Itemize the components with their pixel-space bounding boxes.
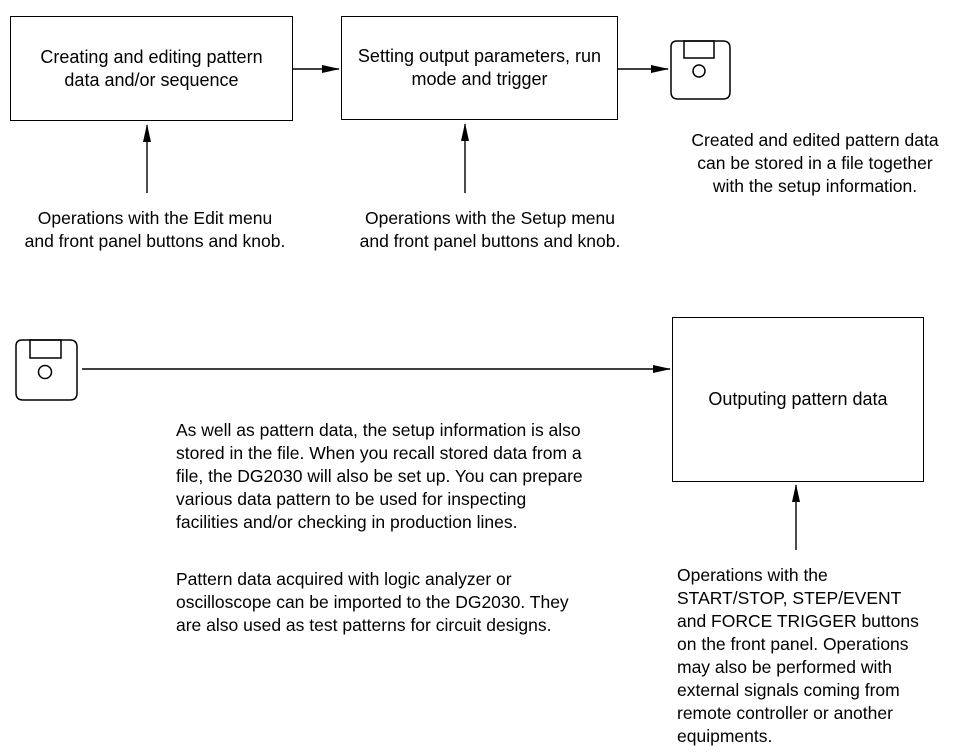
text-line: START/STOP, STEP/EVENT (677, 588, 902, 608)
text-line: stored in the file. When you recall stor… (176, 443, 582, 463)
text-line: and front panel buttons and knob. (24, 231, 286, 251)
note-edit-operations: Operations with the Edit menu and front … (5, 207, 305, 253)
text-line: remote controller or another (677, 703, 893, 723)
text-line: and front panel buttons and knob. (359, 231, 621, 251)
text-line: facilities and/or checking in production… (176, 512, 518, 532)
text-line: may also be performed with (677, 657, 892, 677)
text-line: As well as pattern data, the setup infor… (176, 420, 581, 440)
floppy-disk-icon (15, 339, 78, 401)
text-line: Operations with the (677, 565, 828, 585)
text-line: Created and edited pattern data (691, 130, 939, 150)
box-output-pattern-label: Outputing pattern data (708, 389, 888, 409)
text-line: and FORCE TRIGGER buttons (677, 611, 919, 631)
note-recall-setup: As well as pattern data, the setup infor… (176, 419, 646, 534)
box-edit-pattern: Creating and editing pattern data and/or… (10, 16, 293, 121)
text-line: Pattern data acquired with logic analyze… (176, 569, 512, 589)
text-line: various data pattern to be used for insp… (176, 489, 527, 509)
text-line: are also used as test patterns for circu… (176, 615, 552, 635)
text-line: on the front panel. Operations (677, 634, 909, 654)
note-setup-operations: Operations with the Setup menu and front… (340, 207, 640, 253)
box-edit-pattern-label: Creating and editing pattern data and/or… (40, 46, 263, 90)
text-line: oscilloscope can be imported to the DG20… (176, 592, 569, 612)
text-line: external signals coming from (677, 680, 900, 700)
text-line: with the setup information. (712, 176, 918, 196)
text-line: file, the DG2030 will also be set up. Yo… (176, 466, 583, 486)
note-output-operations: Operations with the START/STOP, STEP/EVE… (677, 564, 959, 748)
note-import-data: Pattern data acquired with logic analyze… (176, 568, 646, 637)
text-line: can be stored in a file together (697, 153, 933, 173)
text-line: Operations with the Edit menu (37, 208, 273, 228)
floppy-disk-icon (670, 40, 731, 100)
text-line: equipments. (677, 726, 773, 746)
text-line: Operations with the Setup menu (364, 208, 615, 228)
box-setup-output-label: Setting output parameters, run mode and … (357, 46, 602, 89)
note-stored-file: Created and edited pattern data can be s… (672, 129, 958, 198)
box-setup-output: Setting output parameters, run mode and … (341, 16, 618, 120)
box-output-pattern: Outputing pattern data (672, 317, 924, 482)
